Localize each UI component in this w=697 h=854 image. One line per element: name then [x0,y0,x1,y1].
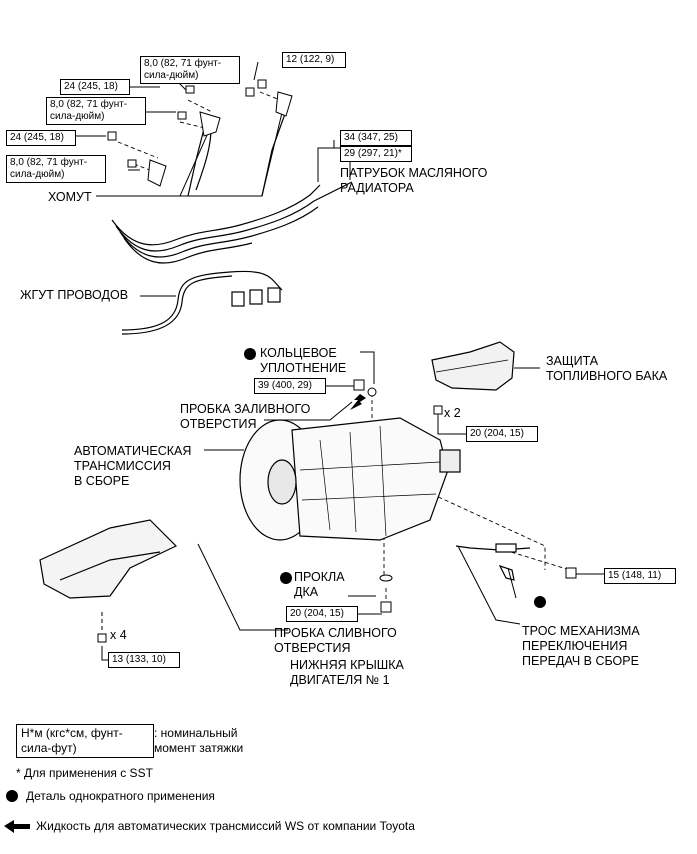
o-ring-icon [367,387,377,397]
torque-box: 8,0 (82, 71 фунт- сила-дюйм) [46,97,146,125]
bolt-count-label: x 4 [110,628,127,642]
torque-box: 39 (400, 29) [254,378,326,394]
bolt-icon [245,87,255,97]
non-reusable-dot-icon [244,348,256,360]
non-reusable-dot-icon [534,596,546,608]
legend-fluid: Жидкость для автоматических трансмиссий … [36,819,415,833]
shift-cable-shape [455,543,531,581]
wire-harness [121,270,283,335]
leader-line [437,416,466,435]
gasket-label: ПРОКЛА ДКА [294,570,345,599]
engine-under-cover-label: НИЖНЯЯ КРЫШКА ДВИГАТЕЛЯ № 1 [290,658,404,687]
leader-line [264,401,353,421]
fluid-arrow-icon [350,394,366,410]
legend-dot-icon [6,790,18,802]
cooler-pipe-label: ПАТРУБОК МАСЛЯНОГО РАДИАТОРА [340,166,488,195]
bolt-icon [127,159,137,168]
torque-box: 20 (204, 15) [466,426,538,442]
shift-cable-label: ТРОС МЕХАНИЗМА ПЕРЕКЛЮЧЕНИЯ ПЕРЕДАЧ В СБ… [522,624,640,668]
drain-plug-label: ПРОБКА СЛИВНОГО ОТВЕРСТИЯ [274,626,397,655]
torque-box: 8,0 (82, 71 фунт- сила-дюйм) [140,56,240,84]
bolt-icon [177,111,187,120]
pipe-clamp-icon [199,111,221,137]
legend-unit-description: : номинальный момент затяжки [154,726,244,755]
leader-line [101,646,108,661]
leader-line [180,95,287,197]
transmission-label: АВТОМАТИЧЕСКАЯ ТРАНСМИССИЯ В СБОРЕ [74,444,192,488]
leader-line [253,61,259,81]
torque-box: 29 (297, 21)* [340,146,412,162]
legend-fluid-arrow-icon [4,820,30,833]
filler-plug-label: ПРОБКА ЗАЛИВНОГО ОТВЕРСТИЯ [180,402,311,431]
torque-box: 8,0 (82, 71 фунт- сила-дюйм) [6,155,106,183]
bolt-icon [257,79,267,89]
leader-line [457,545,521,625]
engine-under-cover-shape [39,519,178,599]
wire-harness-label: ЖГУТ ПРОВОДОВ [20,288,129,302]
torque-box: 15 (148, 11) [604,568,676,584]
leader-line [360,351,375,384]
torque-box: 24 (245, 18) [6,130,76,146]
torque-box: 13 (133, 10) [108,652,180,668]
gasket-icon [379,574,393,582]
legend-non-reusable: Деталь однократного применения [26,789,215,803]
bolt-icon [185,85,195,94]
drain-plug-icon [380,601,392,613]
clamp-label: ХОМУТ [48,190,92,204]
bolt-icon [565,567,577,579]
leader-line [197,543,288,631]
non-reusable-dot-icon [280,572,292,584]
transmission-assembly-shape [239,417,461,541]
o-ring-label: КОЛЬЦЕВОЕ УПЛОТНЕНИЕ [260,346,347,375]
oil-cooler-pipes [111,99,353,264]
legend-unit-box: Н*м (кгс*см, фунт- сила-фут) [16,724,154,758]
torque-box: 20 (204, 15) [286,606,358,622]
legend-sst-note: * Для применения с SST [16,766,153,780]
bolt-count-label: x 2 [444,406,461,420]
pipe-clamp-icon [147,159,167,187]
leader-line [507,567,517,599]
torque-box: 24 (245, 18) [60,79,130,95]
torque-box: 12 (122, 9) [282,52,346,68]
bolt-icon [97,633,107,643]
filler-plug-icon [353,379,365,391]
bolt-icon [107,131,117,141]
bolt-icon [433,405,443,415]
pipe-clamp-icon [275,91,293,117]
torque-box: 34 (347, 25) [340,130,412,146]
fuel-tank-guard-label: ЗАЩИТА ТОПЛИВНОГО БАКА [546,354,668,383]
